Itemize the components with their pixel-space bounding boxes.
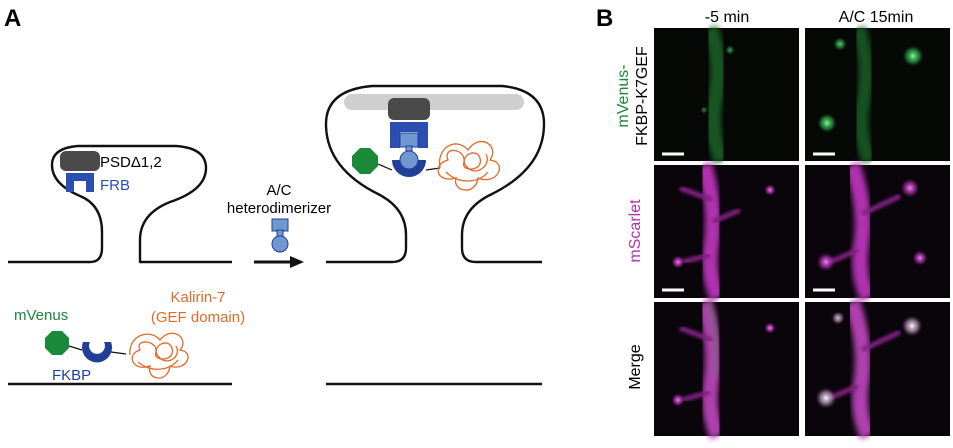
psd-block-after [388, 98, 430, 120]
linker-before-1 [68, 345, 83, 351]
psd-label: PSDΔ1,2 [100, 154, 162, 171]
frb-before [66, 173, 94, 192]
image-merge-ac15 [805, 299, 950, 440]
panel-b-letter: B [596, 5, 613, 32]
kalirin-scribble-after [437, 140, 500, 191]
linker-after-1 [377, 163, 393, 171]
row-label-mvenus-line2: FKBP-K7GEF [634, 46, 651, 146]
image-mvenus-ac15 [805, 25, 950, 165]
kalirin-label-line2: (GEF domain) [151, 309, 245, 326]
image-mvenus-minus5 [654, 25, 799, 165]
psd-block-before [60, 151, 100, 171]
col-header-minus5: -5 min [705, 9, 749, 26]
mvenus-octagon-before [45, 331, 69, 355]
spine-outline-before [8, 144, 232, 264]
image-merge-minus5 [654, 299, 799, 440]
kalirin-scribble-before [129, 332, 189, 379]
ac-heterodimerizer-icon [271, 218, 289, 253]
row-label-mvenus-line1: mVenus- [615, 64, 632, 127]
psd-membrane-after [344, 94, 524, 110]
panel-a-letter: A [4, 5, 21, 32]
linker-before-2 [110, 351, 127, 355]
col-header-ac15: A/C 15min [839, 9, 914, 26]
spine-outline-after [324, 84, 546, 264]
mvenus-octagon-after [352, 148, 378, 174]
row-label-merge: Merge [627, 344, 644, 389]
kalirin-label-line1: Kalirin-7 [170, 289, 225, 306]
frb-label: FRB [100, 177, 130, 194]
arrow-label-line2: heterodimerizer [227, 200, 331, 217]
ac-bound-icon [399, 132, 419, 170]
arrow-label-line1: A/C [266, 182, 291, 199]
row-label-mscarlet: mScarlet [627, 199, 644, 263]
arrow-right-icon [254, 256, 304, 268]
image-mscarlet-minus5 [654, 162, 799, 302]
fkbp-before [82, 342, 112, 363]
mvenus-label: mVenus [14, 307, 68, 324]
fkbp-label: FKBP [52, 367, 91, 384]
image-mscarlet-ac15 [805, 162, 950, 302]
fkbp-after [392, 160, 426, 177]
